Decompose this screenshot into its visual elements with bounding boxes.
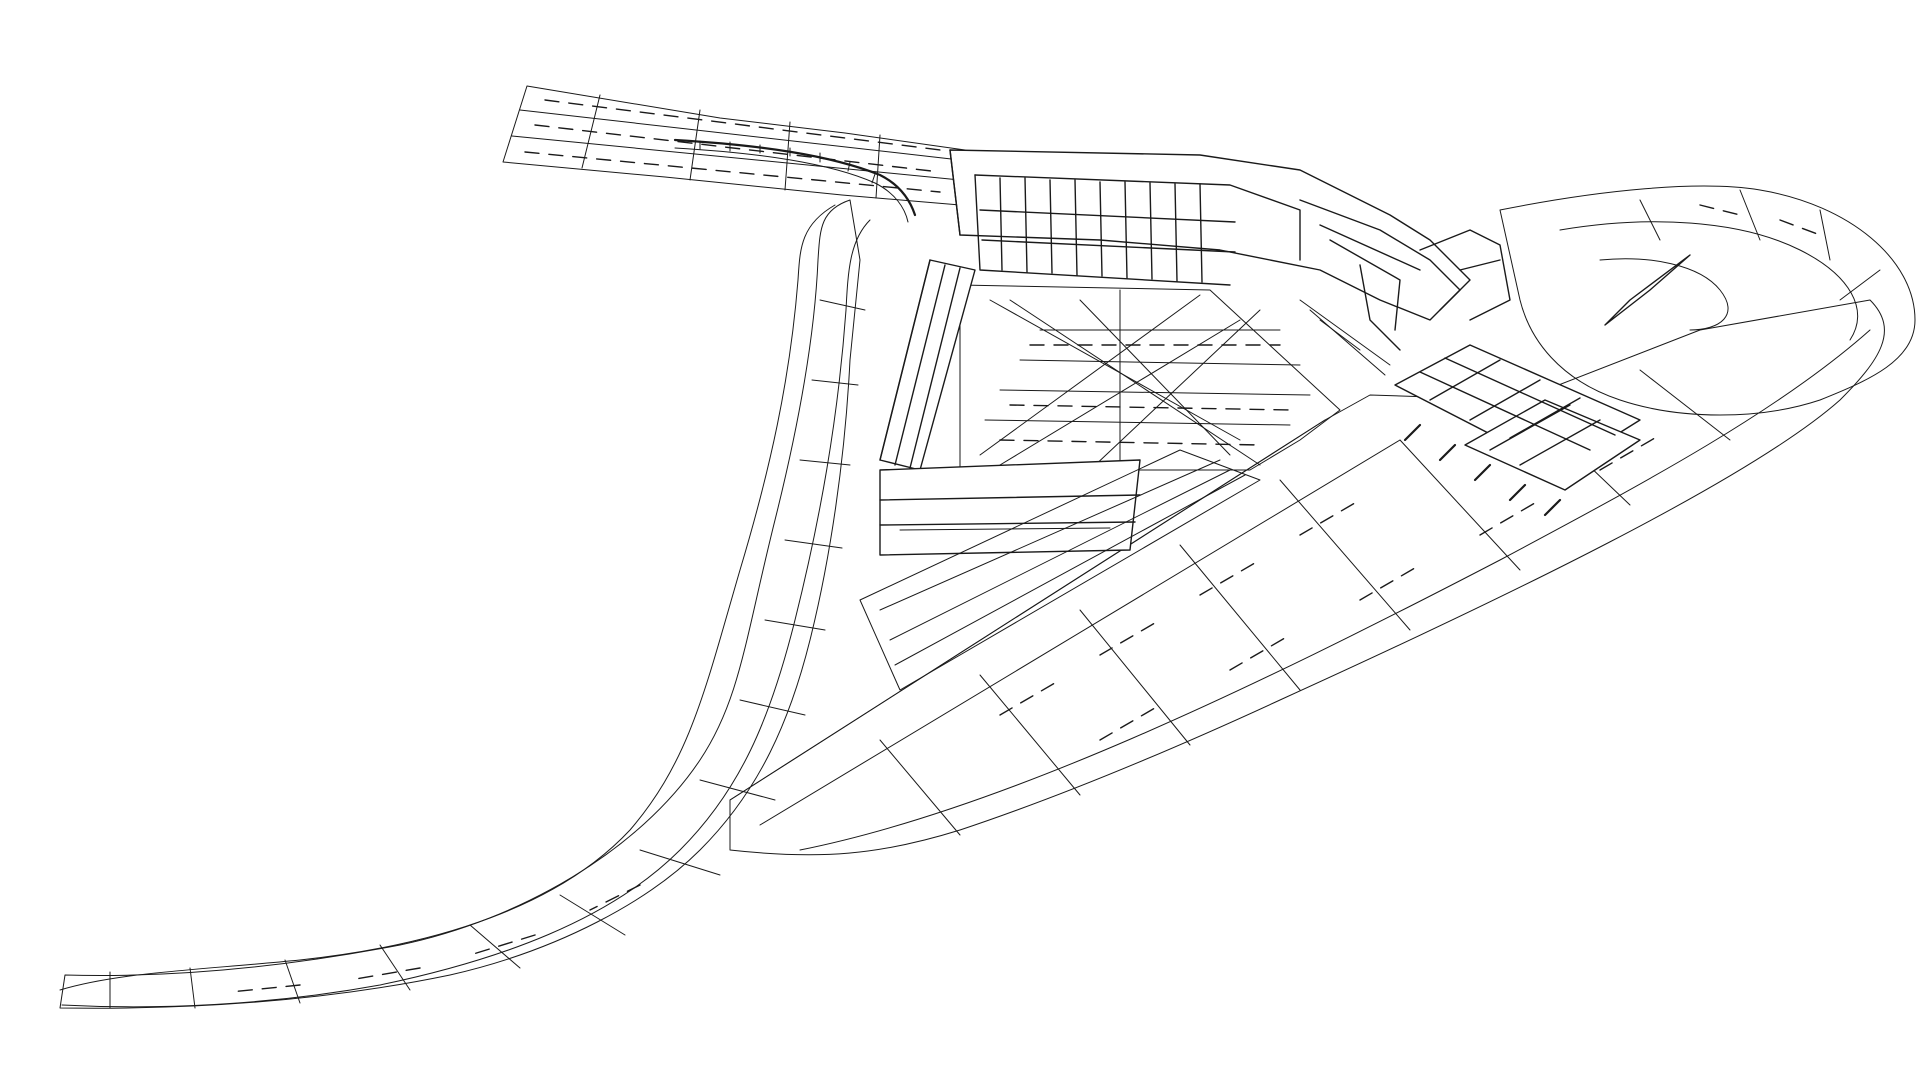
bus-canopy [1394, 344, 1641, 517]
highway-curve-left [59, 199, 871, 1009]
parking-lot [959, 284, 1341, 471]
platform-podium [879, 259, 1141, 556]
retaining-wall [859, 449, 1261, 691]
station-building [949, 149, 1511, 376]
footbridge [673, 138, 917, 223]
east-loop [1499, 185, 1916, 416]
